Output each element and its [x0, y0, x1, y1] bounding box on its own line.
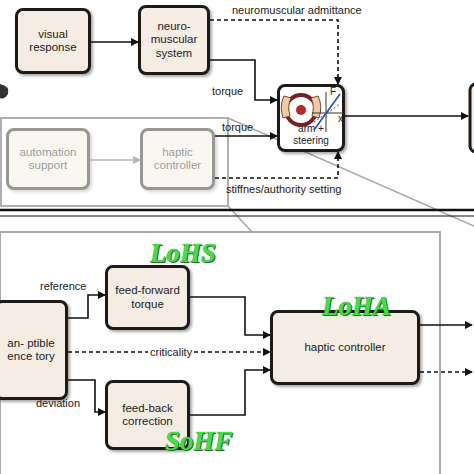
cropped-box: [470, 84, 474, 152]
connector: [68, 295, 105, 318]
level-label: LoHA: [322, 291, 391, 322]
box-text: an- ptible ence tory: [0, 337, 62, 363]
process-box: visual response: [15, 8, 91, 74]
separator-line: [0, 216, 474, 217]
box-text: automation support: [12, 146, 84, 172]
output-arrow-dashed: [420, 371, 472, 373]
separator-line: [0, 209, 474, 212]
output-arrow: [420, 324, 472, 326]
edge-label: torque: [212, 85, 243, 97]
person-head: [0, 84, 8, 99]
box-text: feed-back correction: [111, 402, 184, 428]
box-text: visual response: [21, 28, 85, 54]
process-box: neuro-muscular system: [138, 5, 210, 75]
output-arrow: [345, 115, 468, 117]
box-text: haptic controller: [304, 341, 385, 354]
axis-label: F: [330, 86, 336, 97]
connector: [210, 60, 277, 100]
dashed-connector: [215, 152, 338, 178]
box-text: neuro-muscular system: [144, 20, 204, 60]
edge-label: reference: [40, 280, 86, 292]
faded-box: automation support: [6, 128, 90, 190]
edge-label: deviation: [36, 397, 80, 409]
connector: [190, 370, 270, 415]
level-label: LoHS: [150, 238, 216, 269]
connector: [90, 159, 140, 161]
process-box: feed-forward torque: [105, 265, 190, 330]
edge-label: criticality: [148, 346, 194, 358]
edge-label: neuromuscular admittance: [232, 4, 362, 16]
box-text: haptic controller: [146, 146, 209, 172]
edge-label: stiffnes/authority setting: [226, 183, 341, 195]
axis-label: x: [338, 113, 343, 124]
connector: [215, 135, 277, 137]
dashed-connector: [210, 20, 338, 84]
connector: [190, 297, 270, 335]
box-text: arm + steering: [283, 123, 339, 146]
edge-label: torque: [222, 121, 253, 133]
faded-box: haptic controller: [140, 128, 215, 190]
process-box: haptic controller: [270, 310, 420, 385]
automation-region: [1, 118, 228, 206]
level-label: SoHF: [165, 426, 233, 457]
connector: [91, 41, 138, 43]
cropped-box: an- ptible ence tory: [0, 300, 68, 400]
box-text: feed-forward torque: [111, 284, 184, 310]
